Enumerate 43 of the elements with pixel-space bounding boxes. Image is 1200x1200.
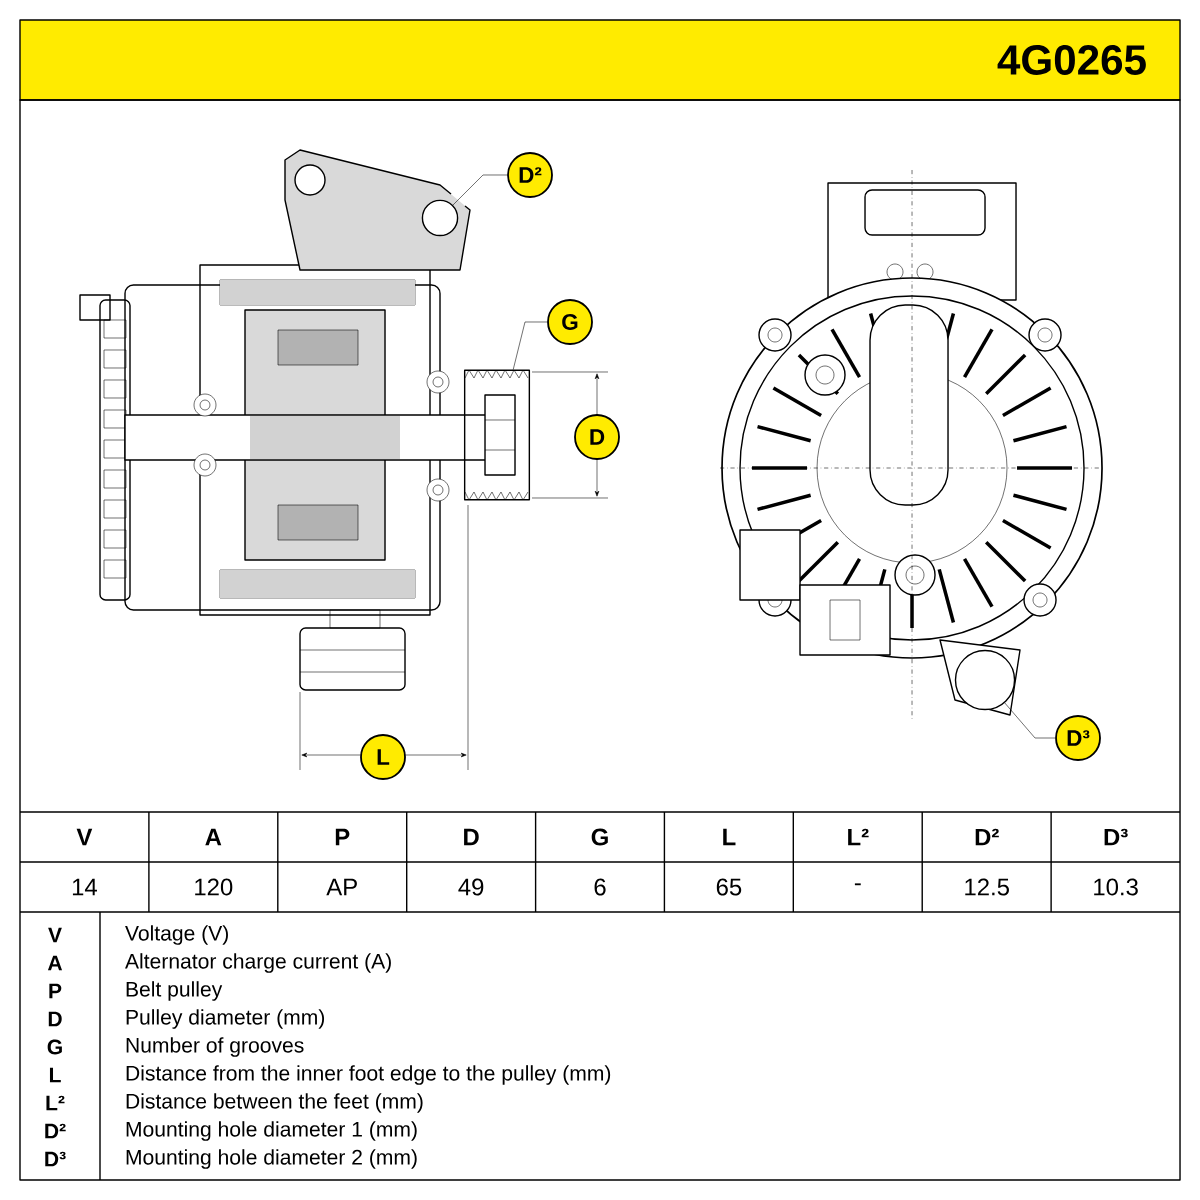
legend-description: Belt pulley [126, 981, 223, 1001]
column-heading: D² [975, 828, 999, 846]
table-value: 12.5 [965, 878, 1009, 896]
column-heading: D [464, 828, 479, 846]
column-heading: G [591, 828, 608, 846]
legend-key: P [49, 983, 62, 999]
part-number: 4G0265 [997, 45, 1146, 75]
legend-key: D² [45, 1123, 66, 1139]
pulley [463, 369, 531, 501]
legend-description: Mounting hole diameter 2 (mm) [126, 1149, 417, 1169]
table-value: 10.3 [1094, 878, 1138, 896]
table-value: 6 [594, 878, 606, 896]
legend-description: Pulley diameter (mm) [126, 1009, 325, 1029]
legend-description: Number of grooves [126, 1037, 304, 1057]
table-value: 49 [458, 878, 484, 896]
leader-line [452, 174, 508, 206]
mounting-hole [954, 649, 1016, 711]
mounting-hole [421, 199, 459, 237]
legend-description: Alternator charge current (A) [125, 953, 391, 973]
table-value: - [854, 883, 861, 886]
legend-key: A [47, 955, 63, 971]
leader-line [1004, 702, 1056, 739]
legend-key: D³ [45, 1151, 66, 1167]
column-heading: L [723, 828, 736, 846]
legend-key: D [48, 1011, 62, 1027]
column-heading: V [76, 828, 93, 846]
legend-key: V [48, 927, 62, 943]
column-heading: A [205, 828, 222, 846]
column-heading: D³ [1104, 828, 1128, 846]
table-value: 120 [195, 878, 233, 896]
legend-key: L² [46, 1095, 65, 1111]
legend-key: G [47, 1039, 62, 1055]
table-value: 14 [72, 878, 97, 896]
leader-line [512, 321, 548, 370]
table-value: 65 [716, 878, 742, 896]
column-heading: P [335, 828, 350, 846]
legend-description: Voltage (V) [125, 925, 228, 945]
legend-description: Distance between the feet (mm) [126, 1093, 423, 1113]
legend-description: Mounting hole diameter 1 (mm) [126, 1121, 417, 1141]
table-value: AP [326, 878, 357, 896]
legend-description: Distance from the inner foot edge to the pulley (mm) [126, 1065, 611, 1085]
column-heading: L² [848, 828, 869, 846]
legend-key: L [49, 1067, 61, 1083]
